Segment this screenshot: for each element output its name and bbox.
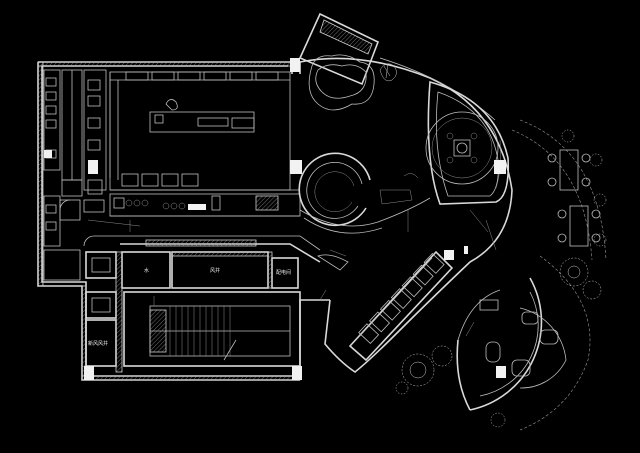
corridor <box>87 219 321 263</box>
semicircle-lounge <box>456 255 591 431</box>
misc-linework <box>317 209 497 301</box>
c-counter <box>298 152 431 234</box>
right-tables <box>511 119 607 261</box>
service-rooms <box>85 251 299 373</box>
angled-seating <box>348 246 468 362</box>
staircase <box>123 291 301 367</box>
rotated-kiosk <box>298 12 397 111</box>
label-room-small: 水 <box>144 267 149 274</box>
outer-wall <box>37 57 513 381</box>
main-hall <box>109 71 300 191</box>
planting <box>395 129 607 428</box>
columns <box>44 58 506 380</box>
label-room-right: 配电间 <box>276 269 291 276</box>
left-service-strip <box>43 69 107 281</box>
label-room-bottom: 新风风井 <box>88 340 108 347</box>
round-lobby <box>425 80 510 205</box>
room-labels: 水 风井 配电间 新风风井 <box>88 267 291 347</box>
label-room-mid: 风井 <box>210 267 220 274</box>
left-hatched-wall <box>37 61 301 381</box>
counter-strip <box>109 193 301 217</box>
